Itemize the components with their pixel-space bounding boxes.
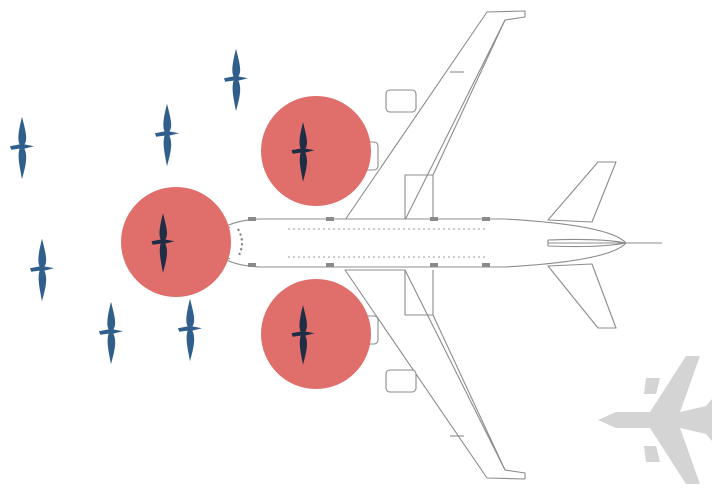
bird-icon — [99, 301, 123, 365]
door-mark — [430, 263, 438, 267]
door-mark — [326, 263, 334, 267]
lower-stabilizer — [547, 263, 617, 329]
bird-icon — [10, 116, 34, 180]
strike-zones — [121, 96, 371, 389]
upper-wing — [344, 10, 526, 221]
door-mark — [248, 217, 256, 221]
door-mark — [482, 217, 490, 221]
airliner-icon — [209, 10, 662, 480]
strike-zone-lower-engine — [261, 279, 371, 389]
door-mark — [248, 263, 256, 267]
lower-wing-flap — [404, 270, 434, 316]
door-mark — [430, 217, 438, 221]
strike-zone-nose — [121, 187, 231, 297]
small-plane-icon — [598, 356, 712, 484]
lower-wing — [344, 269, 526, 480]
strike-zone-upper-engine — [261, 96, 371, 206]
cockpit-dots — [237, 228, 243, 258]
bird-icon — [155, 103, 179, 167]
outer-engine-upper — [385, 89, 417, 113]
bird-icon — [178, 298, 202, 362]
bird-icon — [30, 238, 54, 302]
door-mark — [326, 217, 334, 221]
bird-icon — [224, 48, 248, 112]
door-mark — [482, 263, 490, 267]
fuselage-seams — [237, 217, 490, 267]
outer-engine-lower — [385, 369, 417, 393]
upper-stabilizer — [547, 161, 617, 223]
upper-wing-flap — [404, 174, 434, 220]
